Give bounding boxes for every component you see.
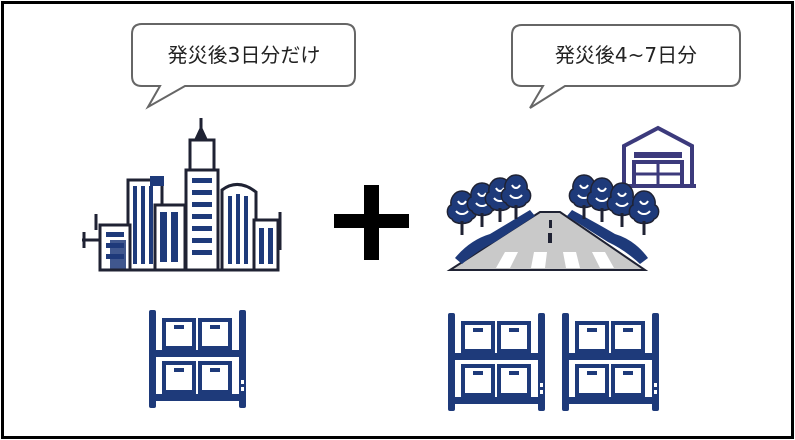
storage-shelf-icon-right-1 [446,311,547,413]
speech-bubble-right: 発災後4~7日分 [511,24,741,109]
storage-shelf-icon-left [147,308,248,410]
storage-shelf-icon-right-2 [560,311,661,413]
bubble-right-text: 発災後4~7日分 [555,43,697,67]
speech-bubble-left: 発災後3日分だけ [131,23,356,110]
warehouse-icon [620,125,696,188]
plus-icon [334,185,409,260]
city-skyline-icon [82,118,282,272]
bubble-left-text: 発災後3日分だけ [168,43,321,67]
tree-lined-road-icon [446,174,660,271]
